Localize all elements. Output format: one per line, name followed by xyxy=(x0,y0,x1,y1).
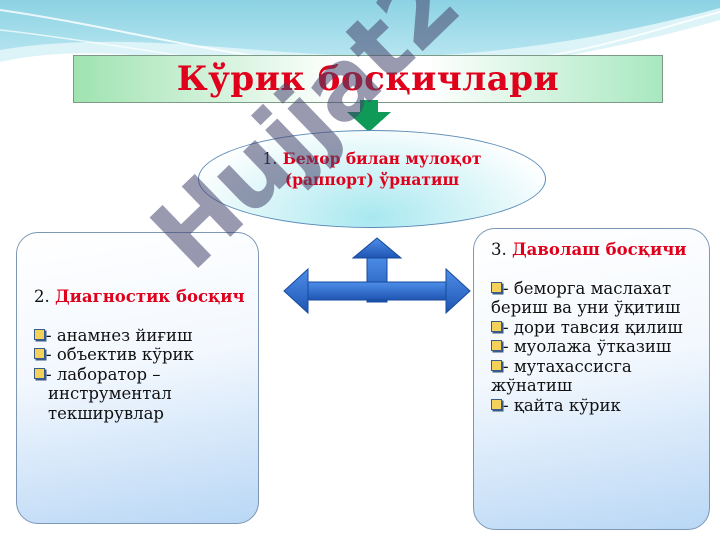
stage-3-content: 3. Даволаш босқичи - беморга маслахат бе… xyxy=(491,240,705,415)
checkbox-bullet-icon xyxy=(491,340,502,351)
stage-3-title: Даволаш босқичи xyxy=(512,240,687,259)
list-item: - лаборатор – инструментал текширувлар xyxy=(34,365,256,424)
stage-2-title: Диагностик босқич xyxy=(55,287,245,306)
stage-1-node: 1. Бемор билан мулоқот (раппорт) ўрнатиш xyxy=(198,130,546,228)
down-arrow-icon xyxy=(347,100,391,132)
list-item: - беморга маслахат бериш ва уни ўқитиш xyxy=(491,278,681,317)
stage-1-label: Бемор билан мулоқот (раппорт) ўрнатиш xyxy=(282,149,482,189)
checkbox-bullet-icon xyxy=(491,320,502,332)
connector-arrows-icon xyxy=(283,237,471,315)
list-item: - объектив кўрик xyxy=(34,345,256,365)
stage-2-content: 2. Диагностик босқич - анамнез йиғиш - о… xyxy=(34,287,256,423)
stage-3-number: 3. xyxy=(491,240,507,259)
checkbox-bullet-icon xyxy=(34,328,45,340)
checkbox-bullet-icon xyxy=(34,367,45,379)
checkbox-bullet-icon xyxy=(491,281,502,293)
list-item: - дори тавсия қилиш xyxy=(491,318,705,338)
background-waves xyxy=(0,0,720,80)
checkbox-bullet-icon xyxy=(491,398,502,410)
list-item: - қайта кўрик xyxy=(491,396,705,416)
stage-1-number: 1. xyxy=(262,150,278,168)
stage-1-text: 1. Бемор билан мулоқот (раппорт) ўрнатиш xyxy=(239,149,505,189)
title-banner: Кўрик босқичлари xyxy=(73,55,663,103)
page-title: Кўрик босқичлари xyxy=(176,59,560,99)
checkbox-bullet-icon xyxy=(34,348,45,359)
list-item: - мутахассисга жўнатиш xyxy=(491,356,632,395)
checkbox-bullet-icon xyxy=(491,359,502,371)
stage-2-heading: 2. Диагностик босқич xyxy=(34,287,256,307)
stage-3-box: 3. Даволаш босқичи - беморга маслахат бе… xyxy=(473,228,710,530)
stage-2-box: 2. Диагностик босқич - анамнез йиғиш - о… xyxy=(16,232,259,524)
list-item: - муолажа ўтказиш xyxy=(491,337,705,357)
stage-2-number: 2. xyxy=(34,287,50,306)
stage-3-heading: 3. Даволаш босқичи xyxy=(491,240,705,260)
list-item: - анамнез йиғиш xyxy=(34,326,256,346)
